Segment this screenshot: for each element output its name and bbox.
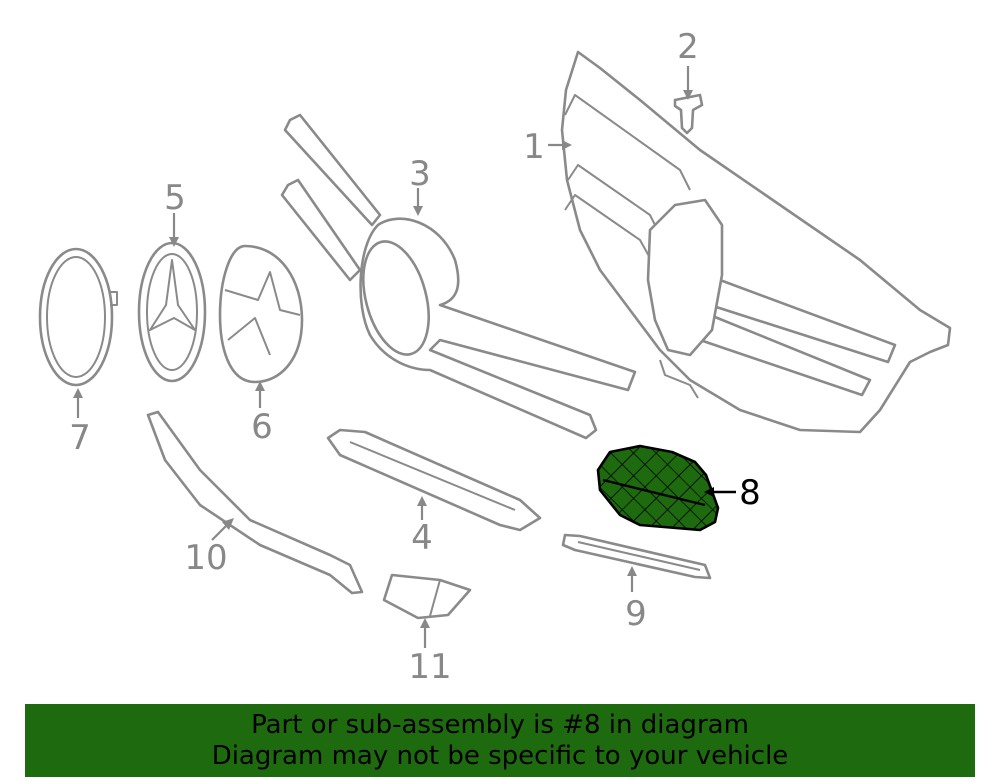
- part-4-trim-strip: [326, 428, 542, 532]
- callout-2: 2: [677, 27, 699, 67]
- callout-7: 7: [69, 418, 91, 458]
- part-10-lower-mesh: [146, 410, 364, 595]
- callout-6: 6: [251, 407, 273, 447]
- part-3-grille-frame: [280, 113, 637, 440]
- leader-arrowheads: [73, 90, 714, 628]
- callout-3: 3: [409, 154, 431, 194]
- callout-10: 10: [184, 538, 227, 578]
- callout-1: 1: [523, 127, 545, 167]
- part-5-emblem: [137, 241, 207, 383]
- callout-9: 9: [625, 594, 647, 634]
- part-7-ring: [38, 247, 118, 387]
- part-8-highlighted-insert: [596, 444, 720, 532]
- part-9-trim-molding: [561, 533, 712, 580]
- callout-11: 11: [408, 647, 451, 687]
- info-banner: Part or sub-assembly is #8 in diagram Di…: [25, 704, 975, 777]
- callout-4: 4: [411, 518, 433, 558]
- part-2-clip: [673, 93, 704, 135]
- part-11-bracket: [382, 573, 472, 620]
- banner-line-1: Part or sub-assembly is #8 in diagram: [251, 709, 749, 740]
- part-1-grille: [560, 50, 952, 434]
- callout-5: 5: [164, 178, 186, 218]
- banner-line-2: Diagram may not be specific to your vehi…: [211, 740, 789, 771]
- callout-8: 8: [739, 473, 761, 513]
- part-6-emblem-housing: [218, 244, 304, 384]
